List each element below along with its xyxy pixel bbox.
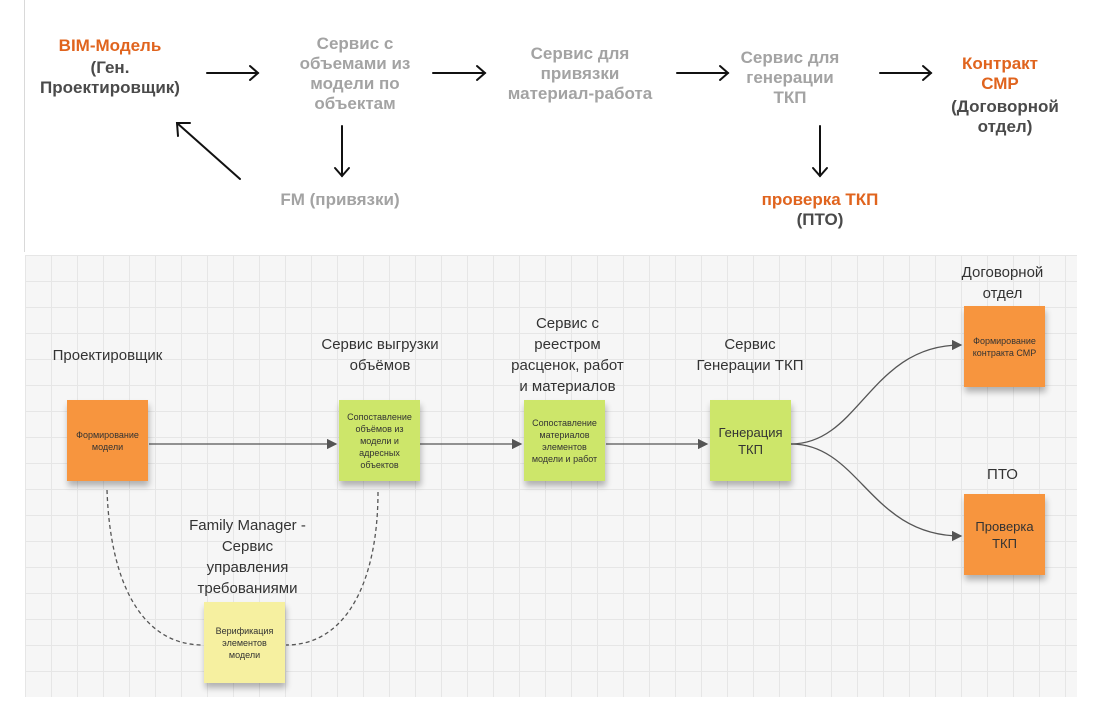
note-material-matching: Сопоставление материалов элементов модел…	[524, 400, 605, 481]
family-manager-label: Family Manager - Сервис управления требо…	[189, 517, 306, 597]
dashed-volumes-to-verification	[285, 491, 379, 646]
fm-binding-label: FM (привязки)	[280, 190, 400, 209]
service-generation-label: Сервис для генерации ТКП	[740, 48, 840, 107]
note-tkp-check: Проверка ТКП	[964, 494, 1045, 575]
bim-model-title: BIM-Модель	[58, 36, 162, 55]
tkp-check-title: проверка ТКП	[761, 190, 879, 209]
note-tkp-generation: Генерация ТКП	[710, 400, 791, 481]
note-contract-forming: Формирование контракта СМР	[964, 306, 1045, 387]
bim-model-subtitle: (Ген. Проектировщик)	[40, 58, 180, 97]
line-generation-to-contract	[790, 339, 963, 445]
pto-label: ПТО	[987, 466, 1018, 483]
tkp-check-subtitle: (ПТО)	[796, 210, 844, 229]
arrow-fm-to-bim	[176, 122, 241, 180]
designer-label: Проектировщик	[52, 347, 163, 364]
generation-service-label: Сервис Генерации ТКП	[696, 336, 804, 374]
note-volume-matching: Сопоставление объёмов из модели и адресн…	[339, 400, 420, 481]
divider-line	[24, 0, 25, 252]
dashed-model-to-verification	[106, 489, 204, 646]
top-arrows	[175, 65, 933, 180]
contract-subtitle: (Договорной отдел)	[951, 97, 1059, 136]
contract-title: Контракт СМР	[961, 54, 1039, 93]
service-volumes-label: Сервис с объемами из модели по объектам	[299, 34, 411, 113]
line-generation-to-check	[790, 443, 963, 542]
service-binding-label: Сервис для привязки материал-работа	[507, 44, 653, 103]
export-service-label: Сервис выгрузки объёмов	[321, 336, 439, 374]
contract-dept-label: Договорной отдел	[961, 264, 1044, 302]
registry-service-label: Сервис с реестром расценок, работ и мате…	[511, 315, 624, 395]
note-element-verification: Верификация элементов модели	[204, 602, 285, 683]
note-model-forming: Формирование модели	[67, 400, 148, 481]
